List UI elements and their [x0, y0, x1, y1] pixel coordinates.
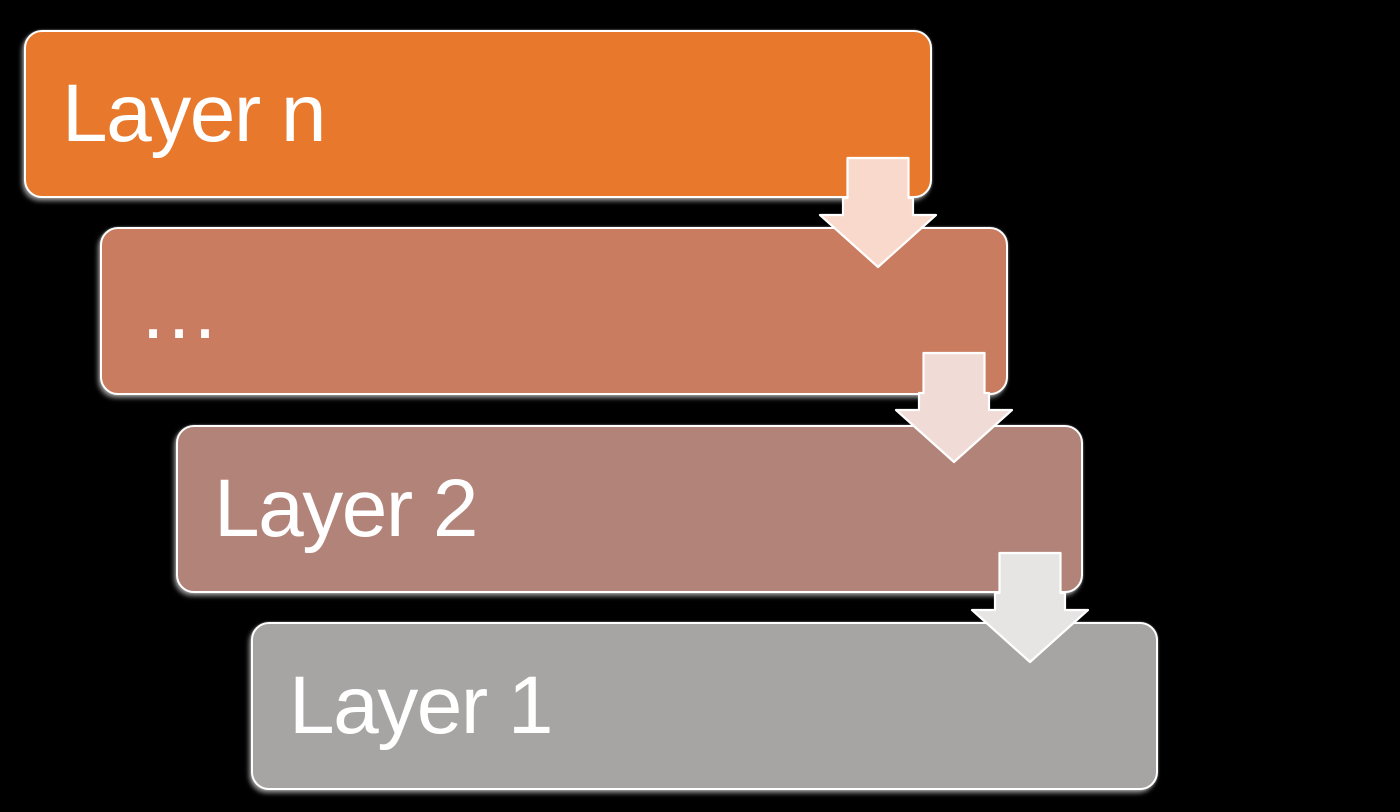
layer-n-label: Layer n — [62, 68, 327, 159]
ellipsis-label: … — [138, 265, 220, 356]
layer-2-label: Layer 2 — [214, 463, 479, 554]
layer-box-1: Layer 1 — [251, 622, 1158, 790]
down-arrow-icon — [970, 551, 1090, 664]
layer-box-n: Layer n — [24, 30, 932, 198]
layer-box-2: Layer 2 — [176, 425, 1083, 593]
down-arrow-icon — [894, 351, 1014, 464]
layer-box-ellipsis: … — [100, 227, 1008, 395]
layer-1-label: Layer 1 — [289, 660, 554, 751]
down-arrow-icon — [818, 156, 938, 269]
